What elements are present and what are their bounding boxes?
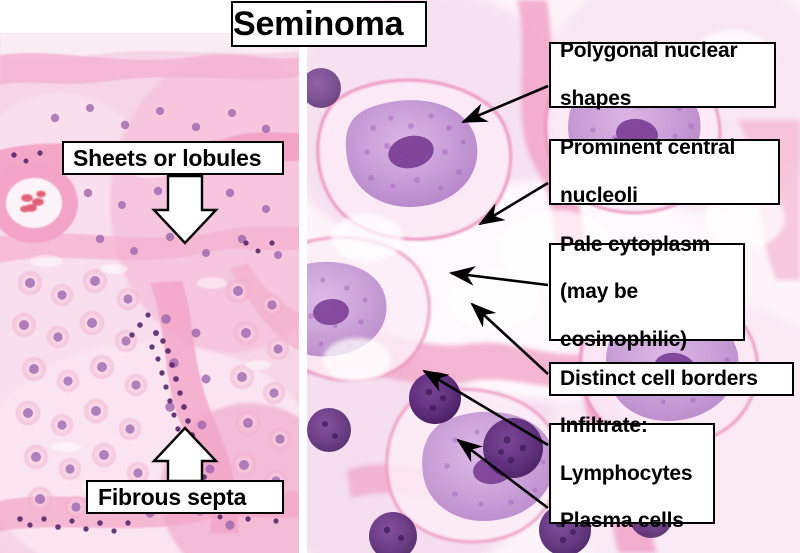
- slide-title: Seminoma: [231, 1, 427, 47]
- label-infiltrate-line1: Infiltrate:: [560, 414, 648, 438]
- histology-image-low-power: [0, 33, 299, 553]
- slide-title-text: Seminoma: [233, 4, 404, 43]
- label-infiltrate-line2: Lymphocytes: [560, 461, 693, 485]
- label-polygonal-line1: Polygonal nuclear: [560, 39, 738, 63]
- label-borders-text: Distinct cell borders: [560, 367, 758, 391]
- low-power-micrograph: [0, 33, 299, 553]
- label-nucleoli-line2: nucleoli: [560, 183, 638, 207]
- label-fibrous-septa: Fibrous septa: [86, 480, 284, 514]
- label-prominent-central-nucleoli: Prominent central nucleoli: [549, 136, 780, 207]
- label-pale-cytoplasm: Pale cytoplasm (may be eosinophilic): [549, 233, 745, 351]
- label-nucleoli-lines: Prominent central nucleoli: [560, 136, 778, 207]
- label-polygonal-line2: shapes: [560, 86, 632, 110]
- label-sheets-or-lobules: Sheets or lobules: [62, 141, 284, 175]
- label-infiltrate-line3: Plasma cells: [560, 509, 684, 533]
- label-polygonal-nuclear-shapes: Polygonal nuclear shapes: [549, 39, 776, 110]
- label-cytoplasm-lines: Pale cytoplasm (may be eosinophilic): [560, 233, 743, 352]
- label-cytoplasm-line1: Pale cytoplasm: [560, 232, 711, 256]
- label-distinct-cell-borders: Distinct cell borders: [549, 362, 794, 396]
- label-cytoplasm-line3: eosinophilic): [560, 327, 687, 351]
- label-polygonal-lines: Polygonal nuclear shapes: [560, 39, 774, 110]
- label-sheets-text: Sheets or lobules: [73, 145, 262, 171]
- label-cytoplasm-line2: (may be: [560, 280, 638, 304]
- label-infiltrate: Infiltrate: Lymphocytes Plasma cells: [549, 414, 715, 532]
- label-nucleoli-line1: Prominent central: [560, 136, 736, 160]
- label-septa-text: Fibrous septa: [98, 484, 247, 510]
- label-infiltrate-lines: Infiltrate: Lymphocytes Plasma cells: [560, 414, 713, 533]
